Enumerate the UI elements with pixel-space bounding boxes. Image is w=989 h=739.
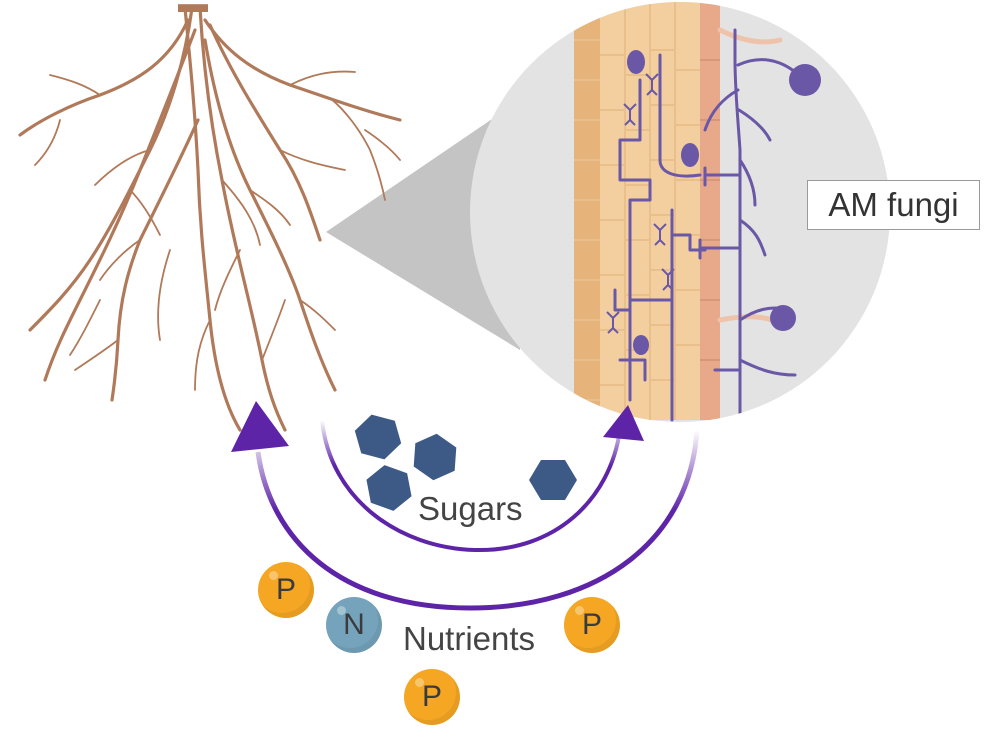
nutrients-label: Nutrients (403, 620, 536, 657)
nutrients-flow-arrow (255, 429, 700, 611)
phosphorus-ion: P (404, 669, 460, 725)
nitrogen-ion: N (326, 597, 382, 653)
sugars-flow-arrow (320, 419, 622, 553)
sugar-molecule (366, 465, 412, 511)
am-fungi-label: AM fungi (807, 180, 980, 230)
plant-root-system (18, 4, 402, 432)
sugar-molecule (529, 460, 577, 500)
sugar-molecules (354, 414, 577, 511)
zoom-wedge (326, 100, 520, 350)
sugar-molecule (354, 414, 402, 460)
sugars-label: Sugars (418, 490, 523, 527)
phosphorus-ion: P (258, 562, 314, 618)
magnified-root-section (470, 2, 890, 422)
sugars-arrowhead (603, 405, 644, 441)
phosphorus-ion: P (564, 597, 620, 653)
nutrients-arrowhead (231, 401, 289, 452)
sugar-molecule (413, 433, 457, 481)
